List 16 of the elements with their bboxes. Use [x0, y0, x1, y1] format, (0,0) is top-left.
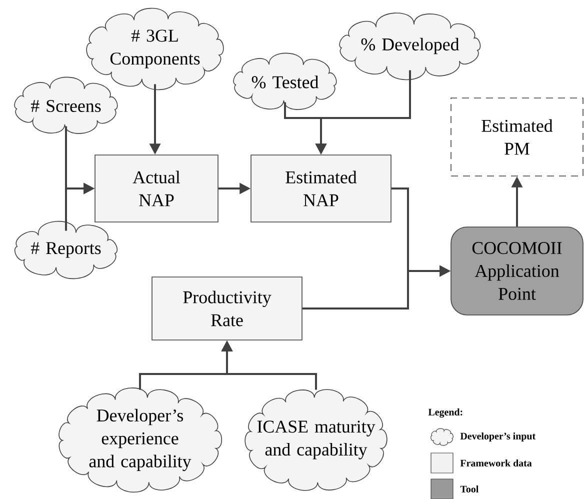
legend-text: Developer’s input [460, 432, 536, 442]
legend-title: Legend: [428, 408, 462, 418]
legend-text: Tool [460, 485, 478, 492]
process-box: Productivity Rate [152, 276, 302, 340]
legend-text: Framework data [460, 459, 532, 466]
cloud-node: # Reports [14, 220, 118, 279]
cloud-node: # Screens [14, 76, 118, 134]
tool-box: COCOMOII Application Point [450, 226, 584, 316]
process-box: Estimated NAP [250, 154, 392, 222]
process-box: Actual NAP [94, 154, 218, 222]
cloud-node: % Tested [233, 52, 337, 110]
output-box: Estimated PM [450, 98, 584, 176]
cloud-node: # 3GL Components [86, 8, 224, 90]
cloud-node: ICASE maturity and capability [244, 389, 388, 491]
cloud-node: % Developed [339, 12, 481, 80]
cloud-node: Developer’s experience and capability [58, 388, 222, 492]
